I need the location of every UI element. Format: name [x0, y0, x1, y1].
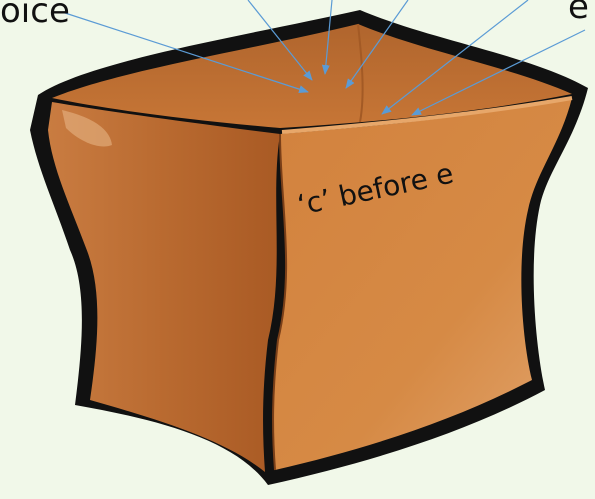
- partial-word-right: e: [568, 0, 589, 24]
- partial-word-left: oice: [0, 0, 70, 28]
